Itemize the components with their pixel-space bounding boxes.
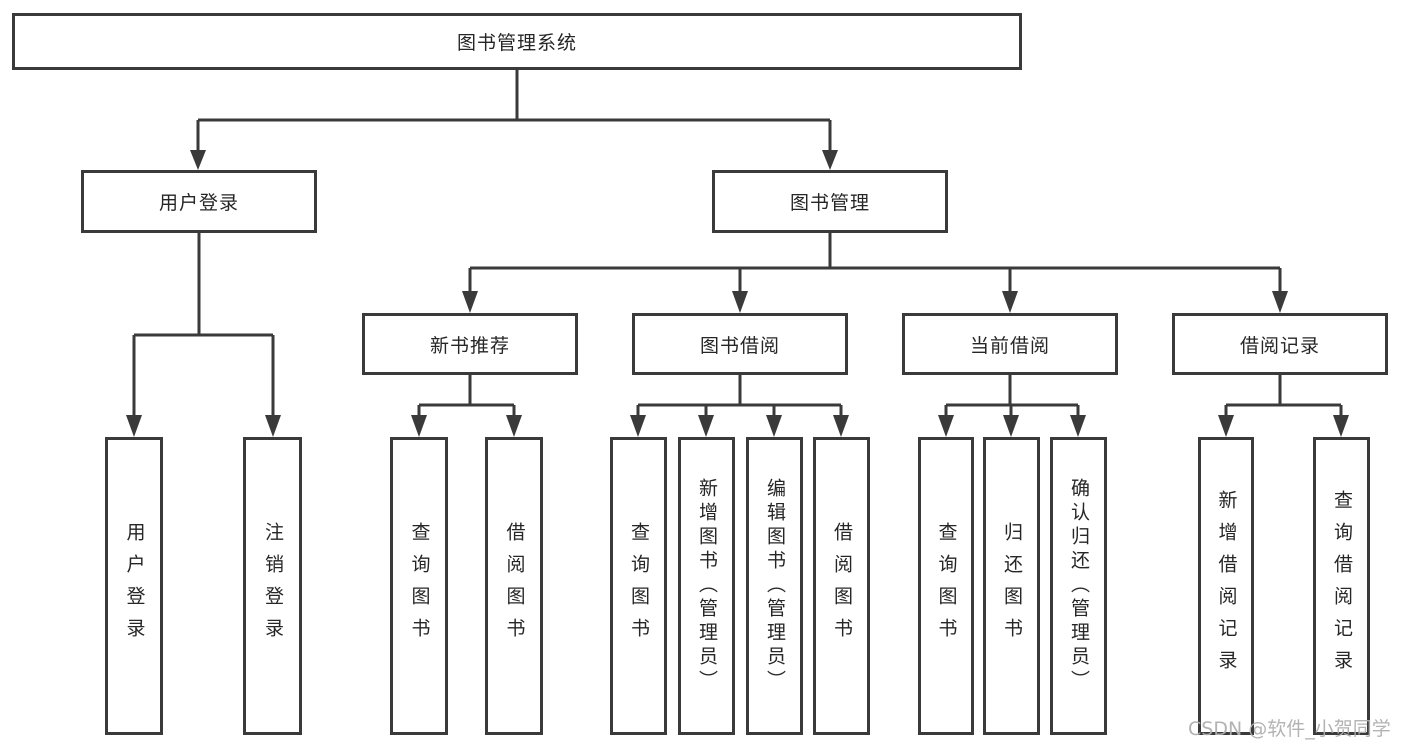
leaf-nbr-query-books: 查询图书 <box>390 437 448 735</box>
node-current-borrowing-label: 当前借阅 <box>969 334 1050 357</box>
node-new-book-recommend: 新书推荐 <box>362 313 578 375</box>
leaf-cb-query-books: 查询图书 <box>918 437 974 735</box>
node-book-management-label: 图书管理 <box>789 192 870 214</box>
arrowheads <box>126 150 1349 437</box>
leaf-bb-add-books-admin: 新增图书（管理员） <box>678 437 735 735</box>
leaf-cb-confirm-return-admin-label: 确认归还（管理员） <box>1068 478 1090 694</box>
leaf-bb-borrow-books-label: 借阅图书 <box>831 522 853 650</box>
leaf-cb-confirm-return-admin: 确认归还（管理员） <box>1050 437 1107 735</box>
leaf-bb-query-books: 查询图书 <box>610 437 667 735</box>
leaf-user-login: 用户登录 <box>105 437 163 735</box>
leaf-bb-borrow-books: 借阅图书 <box>813 437 870 735</box>
node-borrow-records: 借阅记录 <box>1172 313 1388 375</box>
leaf-br-add-record: 新增借阅记录 <box>1198 437 1254 735</box>
leaf-cb-return-books: 归还图书 <box>983 437 1040 735</box>
node-book-borrowing-label: 图书借阅 <box>699 334 780 357</box>
node-user-login-label: 用户登录 <box>158 192 239 214</box>
leaf-br-query-record: 查询借阅记录 <box>1313 437 1370 735</box>
node-book-management: 图书管理 <box>712 170 948 233</box>
node-book-borrowing: 图书借阅 <box>632 313 848 375</box>
node-borrow-records-label: 借阅记录 <box>1239 334 1320 357</box>
leaf-br-add-record-label: 新增借阅记录 <box>1215 490 1238 682</box>
leaf-cb-query-books-label: 查询图书 <box>935 522 958 650</box>
node-current-borrowing: 当前借阅 <box>902 313 1118 375</box>
node-new-book-recommend-label: 新书推荐 <box>429 334 510 357</box>
leaf-nbr-borrow-books-label: 借阅图书 <box>503 522 526 650</box>
csdn-watermark: CSDN @软件_小贺同学 <box>1188 718 1391 740</box>
node-user-login: 用户登录 <box>81 170 317 233</box>
leaf-bb-add-books-admin-label: 新增图书（管理员） <box>696 478 718 694</box>
leaf-nbr-borrow-books: 借阅图书 <box>485 437 543 735</box>
leaf-logout: 注销登录 <box>243 437 302 735</box>
leaf-bb-edit-books-admin-label: 编辑图书（管理员） <box>764 478 786 694</box>
leaf-cb-return-books-label: 归还图书 <box>1001 522 1023 650</box>
leaf-br-query-record-label: 查询借阅记录 <box>1331 490 1353 682</box>
node-root: 图书管理系统 <box>12 13 1022 70</box>
leaf-bb-query-books-label: 查询图书 <box>628 522 650 650</box>
node-root-label: 图书管理系统 <box>456 32 577 54</box>
leaf-user-login-label: 用户登录 <box>123 522 146 650</box>
leaf-bb-edit-books-admin: 编辑图书（管理员） <box>746 437 803 735</box>
leaf-nbr-query-books-label: 查询图书 <box>408 522 431 650</box>
leaf-logout-label: 注销登录 <box>262 522 284 650</box>
